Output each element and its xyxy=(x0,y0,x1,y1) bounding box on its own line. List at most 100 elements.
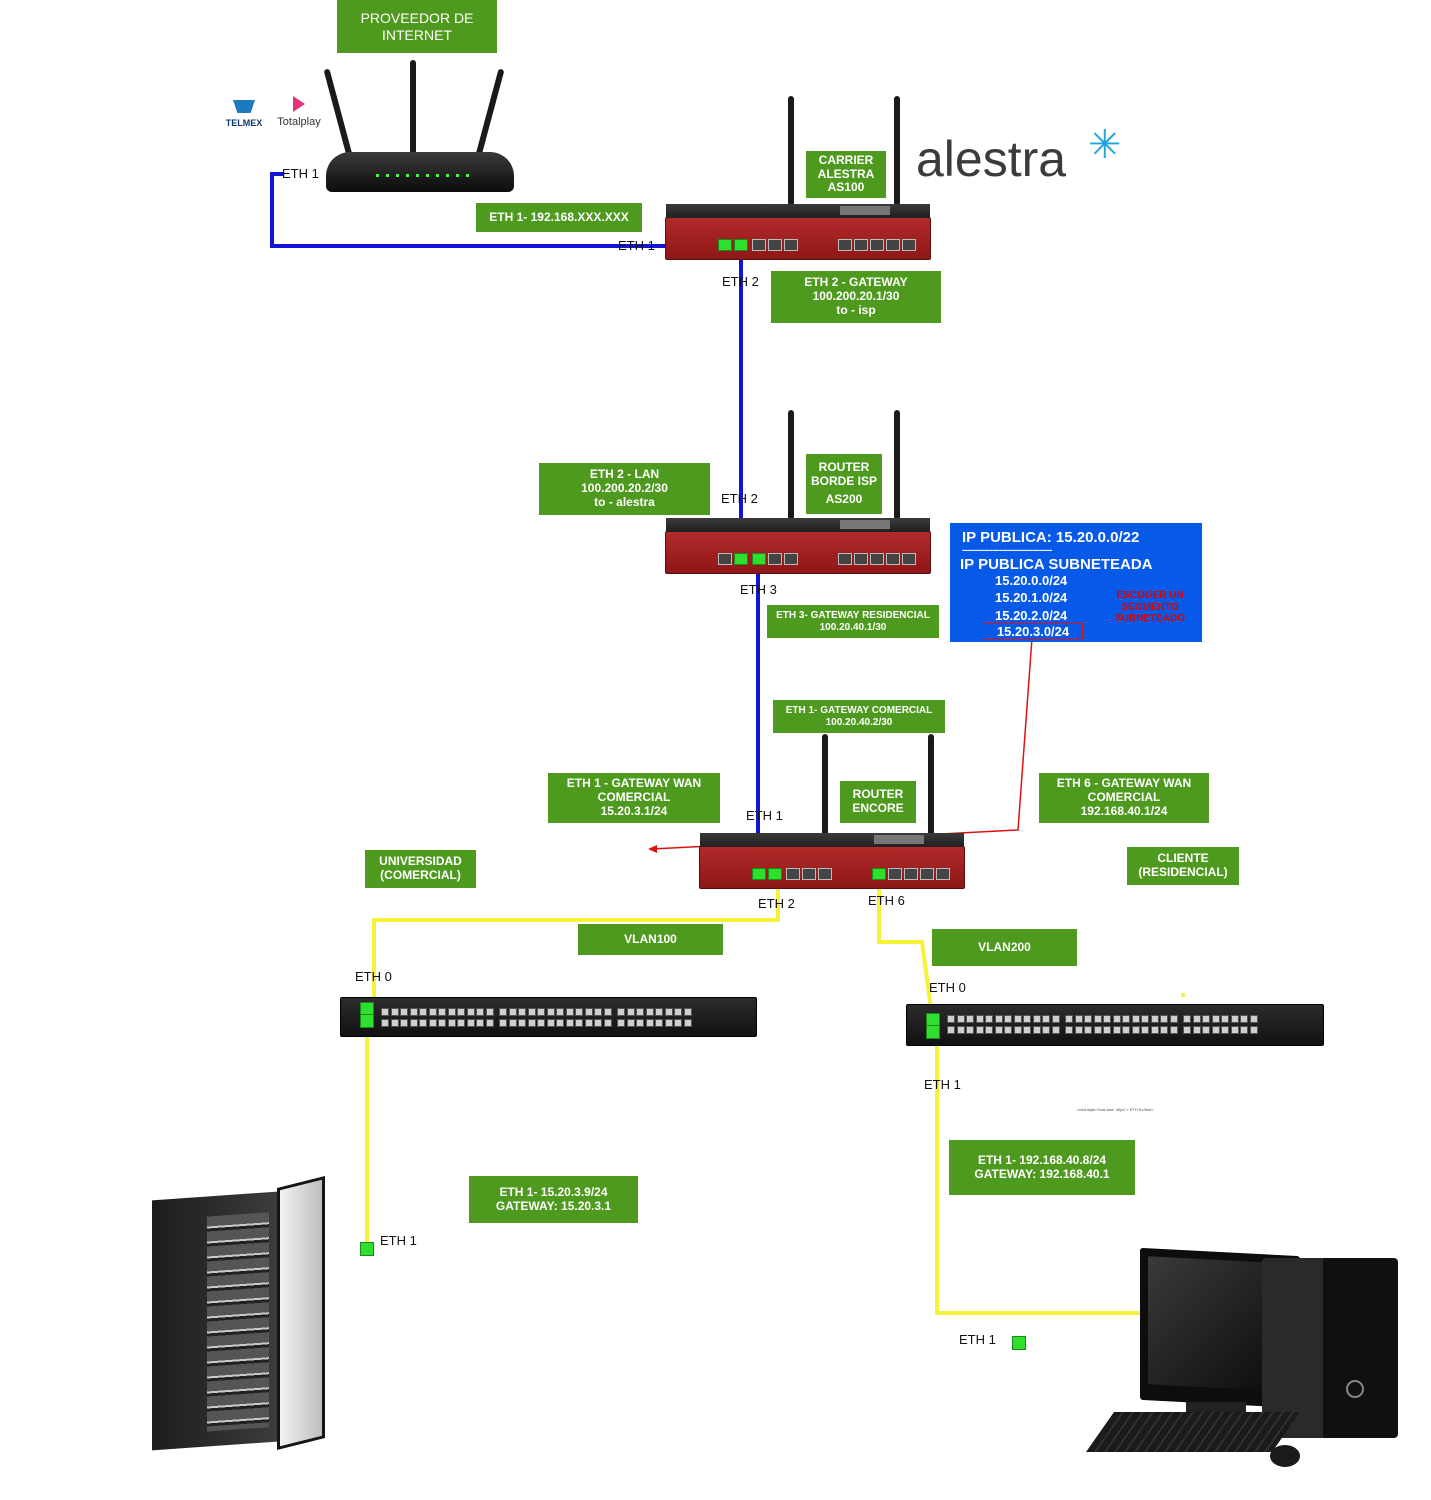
totalplay-text: Totalplay xyxy=(277,116,321,128)
universidad-line2: (COMERCIAL) xyxy=(380,868,461,882)
rack-servers xyxy=(207,1212,269,1432)
switch-port xyxy=(1221,1026,1229,1034)
switch-port xyxy=(438,1019,446,1027)
switch-port xyxy=(985,1015,993,1023)
modem-body xyxy=(326,152,514,192)
switch-port xyxy=(956,1015,965,1023)
switch-port xyxy=(947,1015,955,1023)
ip-publica-box: IP PUBLICA: 15.20.0.0/22 ---------------… xyxy=(950,523,1202,642)
antenna-icon xyxy=(894,96,900,206)
switch-port xyxy=(1051,1026,1060,1034)
vlan200-label: VLAN200 xyxy=(978,939,1031,954)
switch-port xyxy=(1211,1026,1220,1034)
isp-title: PROVEEDOR DE INTERNET xyxy=(360,10,474,43)
port xyxy=(902,239,916,251)
switch-port xyxy=(537,1008,545,1016)
switch-port xyxy=(594,1019,602,1027)
switch-port xyxy=(485,1008,494,1016)
switch-port xyxy=(419,1008,427,1016)
keyboard-icon xyxy=(1086,1412,1301,1452)
universidad-line1: UNIVERSIDAD xyxy=(379,854,462,869)
switch-port xyxy=(1160,1026,1168,1034)
isp-router-eth2-box: ETH 2 - LAN 100.200.20.2/30 to - alestra xyxy=(539,463,710,515)
switch-port xyxy=(457,1019,465,1027)
switch-port xyxy=(390,1019,399,1027)
server-ip-line1: ETH 1- 15.20.3.9/24 xyxy=(499,1184,608,1199)
desktop-pc xyxy=(1086,1247,1402,1475)
router-top xyxy=(666,518,930,532)
encore-device-box: ROUTER ENCORE xyxy=(840,781,916,823)
switch-port xyxy=(1032,1026,1041,1034)
encore-eth1-box: ETH 1- GATEWAY COMERCIAL 100.20.40.2/30 xyxy=(773,700,945,733)
totalplay-icon xyxy=(293,96,305,112)
switch-port xyxy=(994,1026,1003,1034)
router-alestra xyxy=(665,204,931,260)
switch-port xyxy=(1112,1026,1121,1034)
pc-eth1-port xyxy=(1012,1336,1026,1350)
switch-port xyxy=(508,1008,517,1016)
antenna-icon xyxy=(894,410,900,520)
isp-router-as-label: AS200 xyxy=(825,491,863,506)
switch-client-port-eth1 xyxy=(926,1025,940,1039)
encore-eth6-box: ETH 6 - GATEWAY WAN COMERCIAL 192.168.40… xyxy=(1039,773,1209,823)
switch-port xyxy=(655,1019,663,1027)
encore-wan-line3: 15.20.3.1/24 xyxy=(600,803,668,818)
router-isp-border xyxy=(665,518,931,574)
ip-publica-subtitle: IP PUBLICA SUBNETEADA xyxy=(960,556,1153,573)
switch-port xyxy=(1093,1015,1102,1023)
encore-wan-line1: ETH 1 - GATEWAY WAN xyxy=(566,776,702,791)
switch-port xyxy=(1074,1015,1083,1023)
isp-router-eth3-label: ETH 3 xyxy=(740,582,777,597)
alestra-eth2-box: ETH 2 - GATEWAY 100.200.20.1/30 to - isp xyxy=(771,271,941,323)
switch-port xyxy=(1023,1015,1031,1023)
switch-port xyxy=(947,1026,955,1034)
rack-door xyxy=(277,1176,325,1450)
switch-cliente xyxy=(906,1004,1324,1046)
switch-port xyxy=(645,1008,654,1016)
server-ip-box: ETH 1- 15.20.3.9/24 GATEWAY: 15.20.3.1 xyxy=(469,1176,638,1223)
switch-port xyxy=(1150,1015,1159,1023)
subnet-item: 15.20.0.0/24 xyxy=(995,573,1068,588)
antenna-icon xyxy=(410,60,416,160)
switch-port xyxy=(1013,1026,1022,1034)
switch-port xyxy=(1150,1026,1159,1034)
router-top xyxy=(700,833,964,847)
antenna-icon xyxy=(822,734,828,844)
switch-port xyxy=(1183,1026,1191,1034)
mouse-icon xyxy=(1270,1445,1300,1467)
switch-port xyxy=(1051,1015,1060,1023)
switch-port xyxy=(1042,1026,1050,1034)
yellow-dot xyxy=(1181,993,1185,997)
switch-port xyxy=(584,1008,593,1016)
wire-encore-to-switch-client xyxy=(877,877,934,1017)
switch-port xyxy=(1122,1026,1130,1034)
switch-port xyxy=(1103,1026,1111,1034)
switch-port xyxy=(664,1019,673,1027)
pc-eth1-label: ETH 1 xyxy=(959,1332,996,1347)
encore-eth1-line2: 100.20.40.2/30 xyxy=(825,716,893,728)
port xyxy=(920,868,934,880)
encore-eth6-line1: ETH 6 - GATEWAY WAN xyxy=(1056,776,1192,791)
switch-port xyxy=(1160,1015,1168,1023)
switch-port xyxy=(1202,1015,1210,1023)
telmex-text: TELMEX xyxy=(225,118,263,128)
isp-router-device-label: ROUTER BORDE ISP xyxy=(810,460,877,489)
switch-port xyxy=(565,1019,574,1027)
router-top xyxy=(666,204,930,218)
wire-encore-to-switch-univ xyxy=(372,880,780,1012)
antenna-icon xyxy=(323,68,354,162)
isp-router-eth2-label: ETH 2 xyxy=(721,491,758,506)
server-ip-line2: GATEWAY: 15.20.3.1 xyxy=(495,1198,612,1213)
switch-port xyxy=(447,1019,456,1027)
pc-ip-line1: ETH 1- 192.168.40.8/24 xyxy=(977,1152,1107,1167)
switch-port xyxy=(966,1026,974,1034)
port xyxy=(818,868,832,880)
port-eth1 xyxy=(752,868,766,880)
port xyxy=(768,239,782,251)
switch-port xyxy=(1004,1015,1012,1023)
switch-port xyxy=(1032,1015,1041,1023)
isp-title-box: PROVEEDOR DE INTERNET xyxy=(337,0,497,53)
port xyxy=(902,553,916,565)
switch-port xyxy=(683,1019,692,1027)
